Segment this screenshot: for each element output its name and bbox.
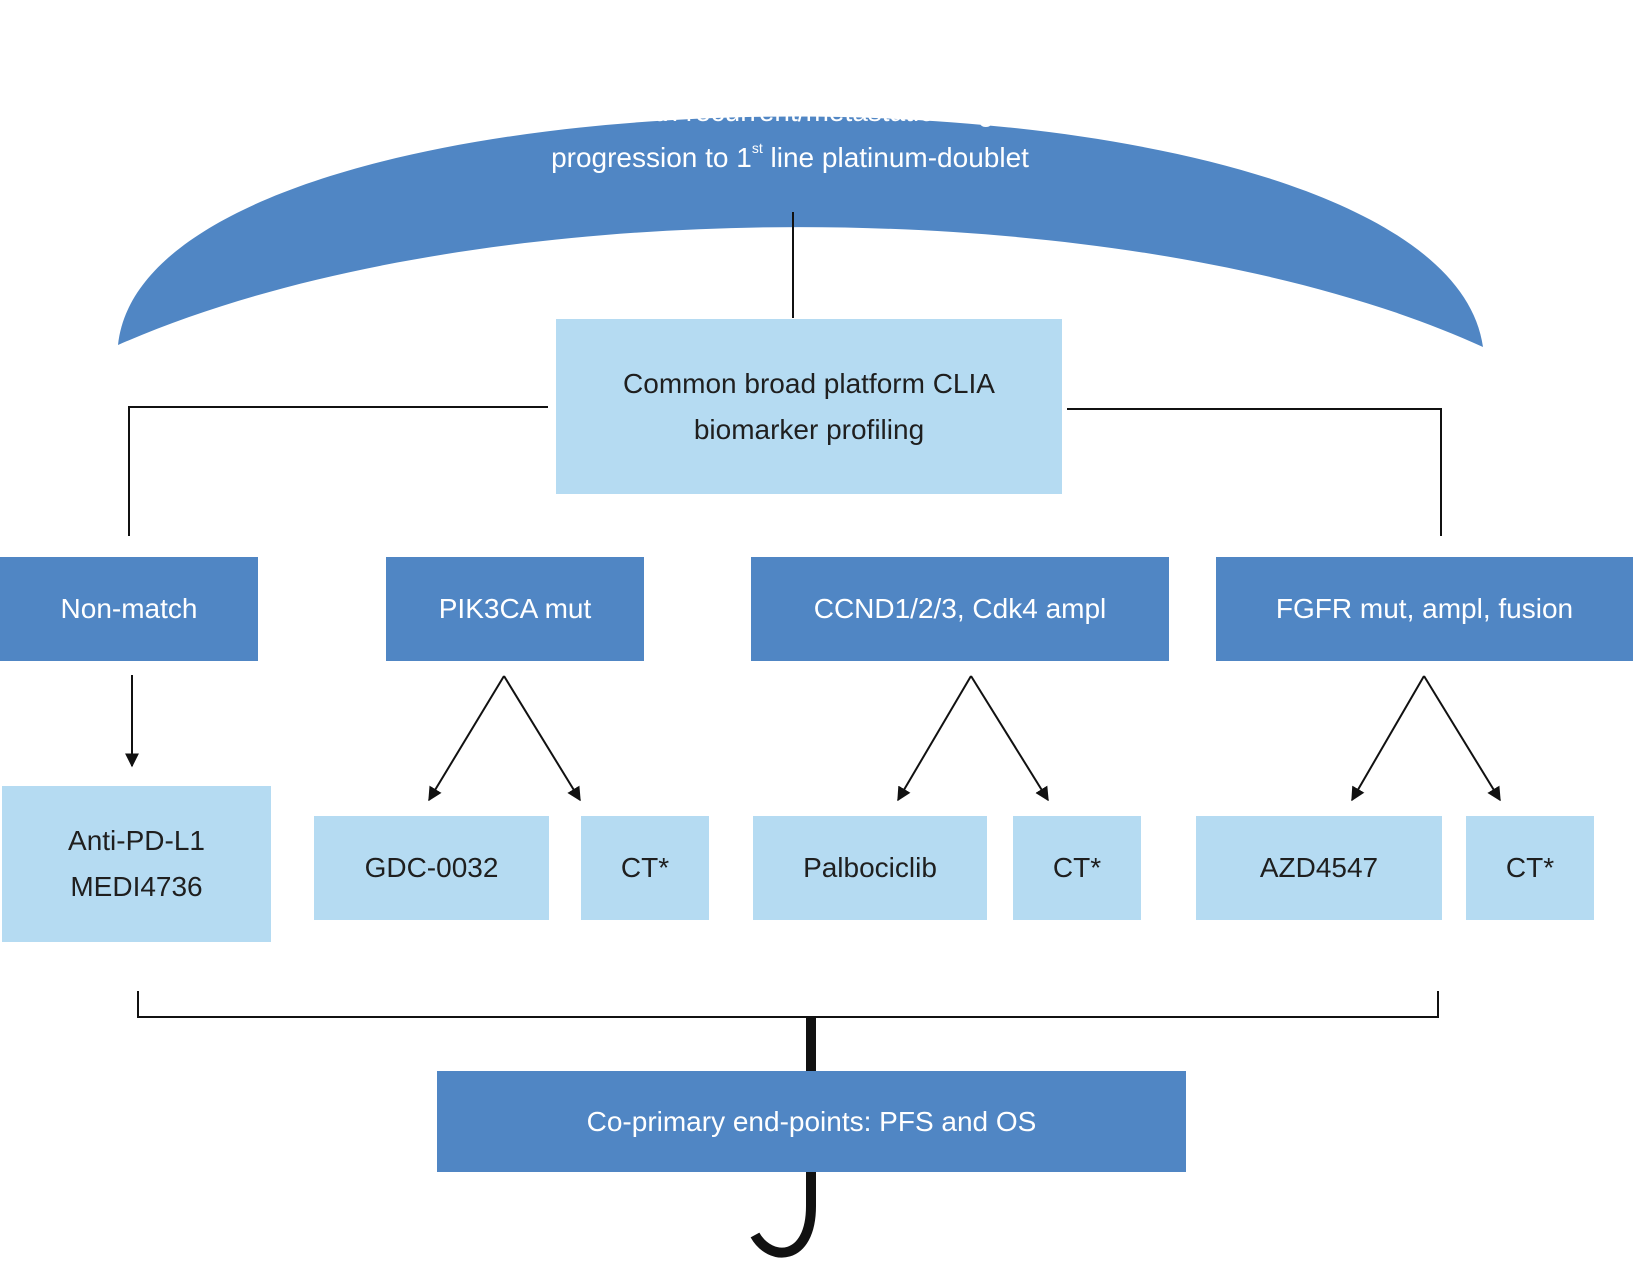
treatment-label-palbociclib: Palbociclib <box>803 852 937 883</box>
bottom-bracket-line <box>137 991 1439 1018</box>
arm-label-pik3ca: PIK3CA mut <box>438 593 592 624</box>
treatment-label-anti-pd-l1-line2: MEDI4736 <box>70 871 203 902</box>
treatment-label-ct-ccnd: CT* <box>1052 852 1102 883</box>
arm-label-fgfr: FGFR mut, ampl, fusion <box>1275 593 1574 624</box>
arm-label-non-match: Non-match <box>60 593 198 624</box>
platform-label-line2: biomarker profiling <box>693 413 925 445</box>
treatment-label-ct-fgfr: CT* <box>1505 852 1555 883</box>
header-title-line2: progression to 1st line platinum-doublet <box>551 140 1029 173</box>
arrow-fgfr-left <box>1351 675 1425 802</box>
endpoint-box <box>437 1071 1186 1172</box>
umbrella-handle-hook <box>750 1170 816 1258</box>
treatment-box-azd4547 <box>1196 816 1442 920</box>
treatment-box-ct-ccnd <box>1013 816 1141 920</box>
header-title: Patients with recurrent/metastatic lung … <box>380 85 1200 185</box>
arrow-pik3ca-left <box>428 675 505 802</box>
arrow-pik3ca-right <box>503 675 581 802</box>
treatment-box-gdc-0032 <box>314 816 549 920</box>
umbrella-canopy-shape <box>118 116 1483 347</box>
arrow-ccnd-left <box>897 675 972 802</box>
treatment-label-gdc-0032: GDC-0032 <box>364 852 499 883</box>
platform-left-connector <box>128 406 548 536</box>
treatment-box-ct-pik3ca <box>581 816 709 920</box>
treatment-box-palbociclib <box>753 816 987 920</box>
treatment-label-anti-pd-l1-line1: Anti-PD-L1 <box>68 825 205 856</box>
treatment-box-anti-pd-l1 <box>2 786 271 942</box>
arm-box-non-match <box>0 557 258 661</box>
platform-right-connector <box>1067 408 1442 536</box>
header-title-line1: Patients with recurrent/metastatic lung … <box>519 96 1061 127</box>
platform-box <box>556 319 1062 494</box>
arm-box-ccnd <box>751 557 1169 661</box>
arm-box-fgfr <box>1216 557 1633 661</box>
treatment-label-anti-pd-l1: Anti-PD-L1 MEDI4736 <box>2 786 271 942</box>
treatment-label-ct-pik3ca: CT* <box>620 852 670 883</box>
platform-label-line1: Common broad platform CLIA <box>623 367 995 399</box>
endpoint-label: Co-primary end-points: PFS and OS <box>586 1105 1037 1137</box>
arrow-ccnd-right <box>970 675 1049 802</box>
arm-box-pik3ca <box>386 557 644 661</box>
arm-label-ccnd: CCND1/2/3, Cdk4 ampl <box>813 593 1107 624</box>
arrow-fgfr-right <box>1423 675 1501 802</box>
treatment-box-ct-fgfr <box>1466 816 1594 920</box>
platform-label: Common broad platform CLIA biomarker pro… <box>556 319 1062 494</box>
treatment-label-azd4547: AZD4547 <box>1259 852 1379 883</box>
